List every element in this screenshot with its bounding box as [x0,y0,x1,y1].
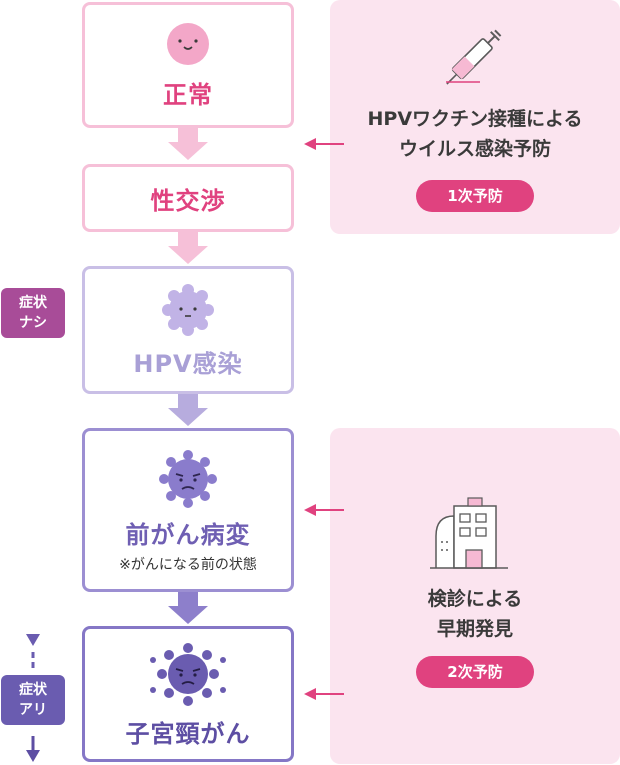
primary-prevention-text: HPVワクチン接種による ウイルス感染予防 [330,104,620,164]
arrow-left-icon [304,688,344,700]
secondary-prevention-box [330,428,620,764]
stage-normal: 正常 [82,2,294,128]
symptom-present-line1: 症状 [19,682,47,698]
stage-label: 子宮頸がん [125,719,251,748]
symptom-none-line1: 症状 [19,295,47,311]
secondary-prevention-badge: 2次予防 [416,656,534,688]
secondary-line1: 検診による [427,588,523,610]
secondary-line2: 早期発見 [436,618,513,640]
arrow-down-icon [168,128,208,160]
primary-prevention-badge: 1次予防 [416,180,534,212]
symptom-none-line2: ナシ [19,315,47,331]
symptom-present-line2: アリ [19,702,47,718]
stage-label: HPV感染 [133,349,243,378]
hpv-virus-icon [162,283,214,336]
symptom-timeline [26,4,40,762]
stage-label: 性交渉 [150,186,226,215]
arrow-left-icon [304,138,344,150]
stage-cervical-cancer: 子宮頸がん [82,626,294,762]
symptom-none-badge: 症状 ナシ [1,288,65,338]
smiling-cell-icon [167,22,209,65]
hospital-icon [430,497,508,569]
stage-label: 正常 [163,80,213,109]
arrow-down-icon [168,394,208,426]
arrow-down-icon [168,232,208,264]
stage-intercourse: 性交渉 [82,164,294,232]
stage-note: ※がんになる前の状態 [119,556,257,573]
arrow-down-icon [168,592,208,624]
secondary-prevention-text: 検診による 早期発見 [330,584,620,644]
primary-line2: ウイルス感染予防 [398,138,551,160]
stage-precancer: 前がん病変 ※がんになる前の状態 [82,428,294,592]
primary-line1: HPVワクチン接種による [367,108,583,130]
stage-hpv-infection: HPV感染 [82,266,294,394]
stage-label: 前がん病変 [125,520,251,549]
precancer-cell-icon [159,449,217,508]
arrow-left-icon [304,504,344,516]
cancer-cell-icon [150,642,226,706]
symptom-present-badge: 症状 アリ [1,675,65,725]
syringe-icon [446,29,502,85]
